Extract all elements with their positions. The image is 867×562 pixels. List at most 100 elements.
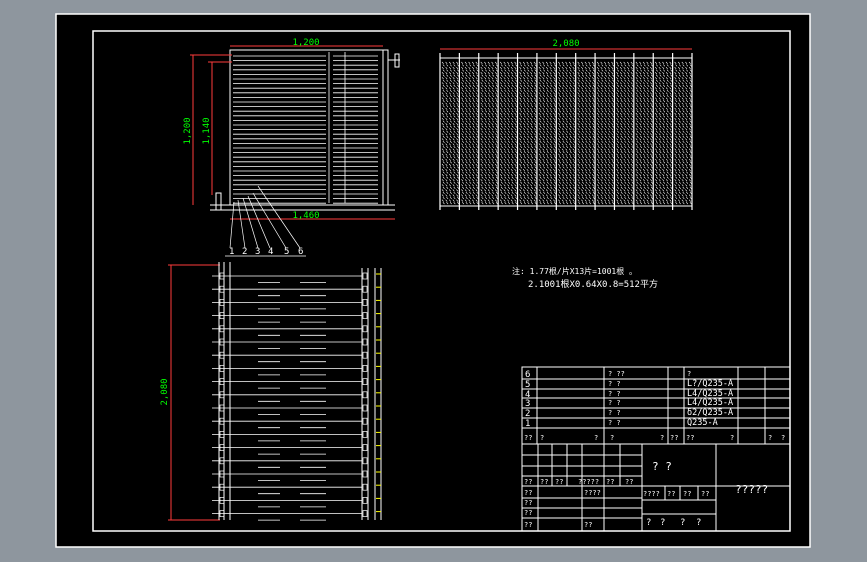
- fin-hatch-mark: [503, 133, 506, 136]
- fin-hatch-mark: [640, 69, 643, 72]
- fin-hatch-mark: [675, 130, 678, 133]
- fin-hatch-mark: [526, 112, 529, 115]
- fin-hatch-mark: [646, 168, 649, 172]
- fin-hatch-mark: [611, 77, 614, 80]
- fin-hatch-mark: [457, 130, 460, 133]
- fin-hatch-mark: [665, 128, 668, 131]
- fin-hatch-mark: [475, 158, 478, 161]
- fin-hatch-mark: [666, 89, 669, 93]
- fin-hatch-mark: [600, 184, 603, 187]
- fin-hatch-mark: [553, 158, 556, 161]
- leader: [247, 195, 271, 249]
- fin-hatch-mark: [566, 140, 569, 144]
- fin-hatch-mark: [646, 153, 649, 156]
- fin-hatch-mark: [538, 66, 541, 70]
- fin-hatch-mark: [647, 89, 650, 93]
- fin-hatch-mark: [589, 181, 592, 184]
- fin-hatch-mark: [589, 120, 592, 123]
- fin-hatch-mark: [464, 158, 467, 161]
- fin-hatch-mark: [503, 72, 506, 75]
- fin-hatch-mark: [515, 110, 518, 113]
- fin-hatch-mark: [445, 123, 448, 126]
- fin-hatch-mark: [453, 89, 456, 93]
- fin-hatch-mark: [504, 110, 507, 113]
- fin-hatch-mark: [665, 97, 668, 100]
- fin-hatch-mark: [441, 87, 444, 90]
- fin-hatch-mark: [480, 107, 483, 110]
- fin-hatch-mark: [476, 166, 479, 169]
- fin-hatch-mark: [553, 194, 556, 197]
- fin-hatch-mark: [442, 110, 445, 113]
- fin-hatch-mark: [568, 184, 571, 187]
- fin-hatch-mark: [515, 171, 518, 174]
- fin-hatch-mark: [635, 128, 638, 131]
- fin-hatch-mark: [572, 138, 575, 141]
- fin-hatch-mark: [488, 69, 491, 72]
- fin-hatch-mark: [542, 66, 545, 70]
- fin-hatch-mark: [464, 143, 467, 146]
- fin-hatch-mark: [553, 64, 557, 67]
- fin-hatch-mark: [636, 151, 639, 154]
- fin-hatch-mark: [665, 199, 668, 202]
- fin-hatch-mark: [585, 140, 588, 144]
- fin-hatch-mark: [578, 79, 581, 82]
- fin-hatch-mark: [543, 191, 546, 195]
- fin-hatch-mark: [461, 194, 464, 197]
- fin-hatch-mark: [630, 189, 633, 192]
- fin-hatch-mark: [616, 158, 619, 161]
- fin-hatch-mark: [658, 184, 661, 187]
- fin-hatch-mark: [495, 196, 498, 200]
- fin-hatch-mark: [604, 123, 607, 126]
- fin-hatch-mark: [469, 79, 472, 82]
- fin-hatch-mark: [631, 161, 634, 164]
- fin-hatch-mark: [631, 94, 634, 98]
- fin-hatch-mark: [448, 102, 452, 105]
- fin-hatch-mark: [619, 163, 622, 166]
- fin-hatch-mark: [584, 148, 587, 151]
- fin-hatch-mark: [650, 66, 653, 70]
- fin-hatch-mark: [472, 171, 475, 174]
- fin-hatch-mark: [462, 125, 465, 128]
- fin-hatch-mark: [494, 87, 497, 90]
- fin-hatch-mark: [545, 158, 548, 161]
- fin-hatch-mark: [453, 171, 456, 174]
- fin-hatch-mark: [507, 77, 510, 80]
- fin-hatch-mark: [666, 64, 669, 67]
- fin-hatch-mark: [484, 123, 487, 126]
- fin-hatch-mark: [604, 89, 608, 93]
- fin-hatch-mark: [662, 112, 665, 115]
- fin-hatch-mark: [642, 148, 645, 151]
- fin-hatch-mark: [674, 128, 677, 131]
- fin-hatch-mark: [577, 92, 580, 95]
- fin-hatch-mark: [627, 92, 630, 95]
- fin-hatch-mark: [675, 105, 678, 108]
- fin-hatch-mark: [565, 123, 568, 126]
- fin-hatch-mark: [562, 84, 565, 87]
- coil-tube-rows: [233, 52, 378, 204]
- fin-hatch-mark: [655, 130, 658, 133]
- fin-hatch-mark: [596, 184, 599, 187]
- fin-hatch-mark: [546, 120, 549, 123]
- fin-hatch-mark: [597, 105, 600, 108]
- fin-hatch-mark: [607, 123, 610, 126]
- fin-hatch-mark: [462, 156, 465, 159]
- fin-hatch-mark: [484, 133, 487, 136]
- fin-hatch-mark: [588, 184, 591, 187]
- fin-hatch-mark: [675, 151, 678, 154]
- fin-hatch-mark: [631, 135, 634, 138]
- fin-hatch-mark: [558, 143, 561, 146]
- fin-hatch-mark: [508, 151, 511, 154]
- fin-hatch-mark: [519, 102, 522, 105]
- fin-hatch-mark: [494, 133, 497, 136]
- fin-hatch-mark: [522, 138, 525, 141]
- fin-hatch-mark: [675, 156, 678, 159]
- fin-hatch-mark: [601, 161, 604, 164]
- fin-hatch-mark: [688, 168, 691, 172]
- fin-hatch-mark: [604, 112, 607, 115]
- fin-hatch-mark: [635, 112, 638, 115]
- fin-hatch-mark: [495, 151, 498, 154]
- fin-hatch-mark: [453, 84, 456, 87]
- fin-hatch-mark: [665, 143, 668, 146]
- fin-hatch-mark: [530, 97, 533, 100]
- fin-hatch-mark: [646, 133, 649, 136]
